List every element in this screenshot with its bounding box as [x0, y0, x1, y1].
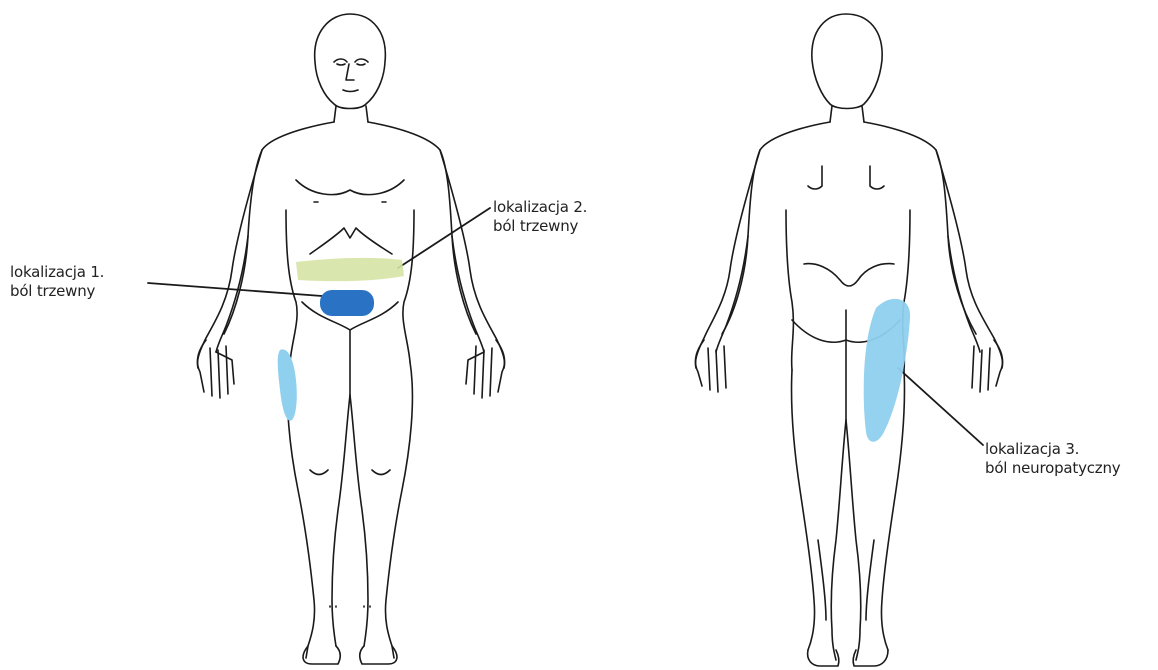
- annotation-label-1: lokalizacja 1. ból trzewny: [10, 263, 104, 301]
- annotation-3-pain-type: ból neuropatyczny: [985, 459, 1120, 478]
- annotation-2-location: lokalizacja 2.: [493, 198, 587, 217]
- back-arm-left: [695, 150, 760, 368]
- back-figure: [695, 14, 1002, 666]
- front-mouth: [343, 90, 358, 92]
- front-leg-right: [350, 362, 412, 658]
- zone-lower-abdomen: [320, 290, 374, 316]
- front-chest: [296, 180, 404, 195]
- front-hand-left: [198, 340, 234, 398]
- annotation-1-pain-type: ból trzewny: [10, 282, 104, 301]
- front-leg-left: [288, 362, 350, 658]
- pain-zones: [278, 258, 910, 442]
- front-ribs: [310, 228, 392, 254]
- front-knees: [310, 470, 390, 475]
- back-feet: [808, 650, 888, 666]
- leader-line-2: [398, 208, 490, 268]
- back-leg-left: [791, 370, 846, 660]
- back-shoulder-blades: [808, 166, 884, 189]
- front-ankles: [330, 606, 370, 607]
- zone-upper-abdomen-band: [296, 258, 404, 281]
- zone-front-thigh: [278, 349, 297, 420]
- back-head: [812, 14, 882, 109]
- leader-line-1: [148, 283, 322, 296]
- front-figure: [197, 14, 504, 664]
- leader-line-3: [898, 368, 983, 445]
- front-feet: [303, 646, 397, 664]
- front-arm-right: [440, 150, 505, 368]
- annotation-2-pain-type: ból trzewny: [493, 217, 587, 236]
- annotation-label-2: lokalizacja 2. ból trzewny: [493, 198, 587, 236]
- front-eyes: [334, 59, 368, 65]
- back-calves: [818, 540, 874, 620]
- annotation-3-location: lokalizacja 3.: [985, 440, 1120, 459]
- front-head: [315, 14, 386, 109]
- front-hand-right: [466, 340, 504, 398]
- front-arm-left: [197, 150, 262, 368]
- front-nose: [346, 64, 354, 80]
- annotation-1-location: lokalizacja 1.: [10, 263, 104, 282]
- back-lower-back: [804, 264, 894, 286]
- annotation-label-3: lokalizacja 3. ból neuropatyczny: [985, 440, 1120, 478]
- back-arm-right: [936, 150, 1003, 368]
